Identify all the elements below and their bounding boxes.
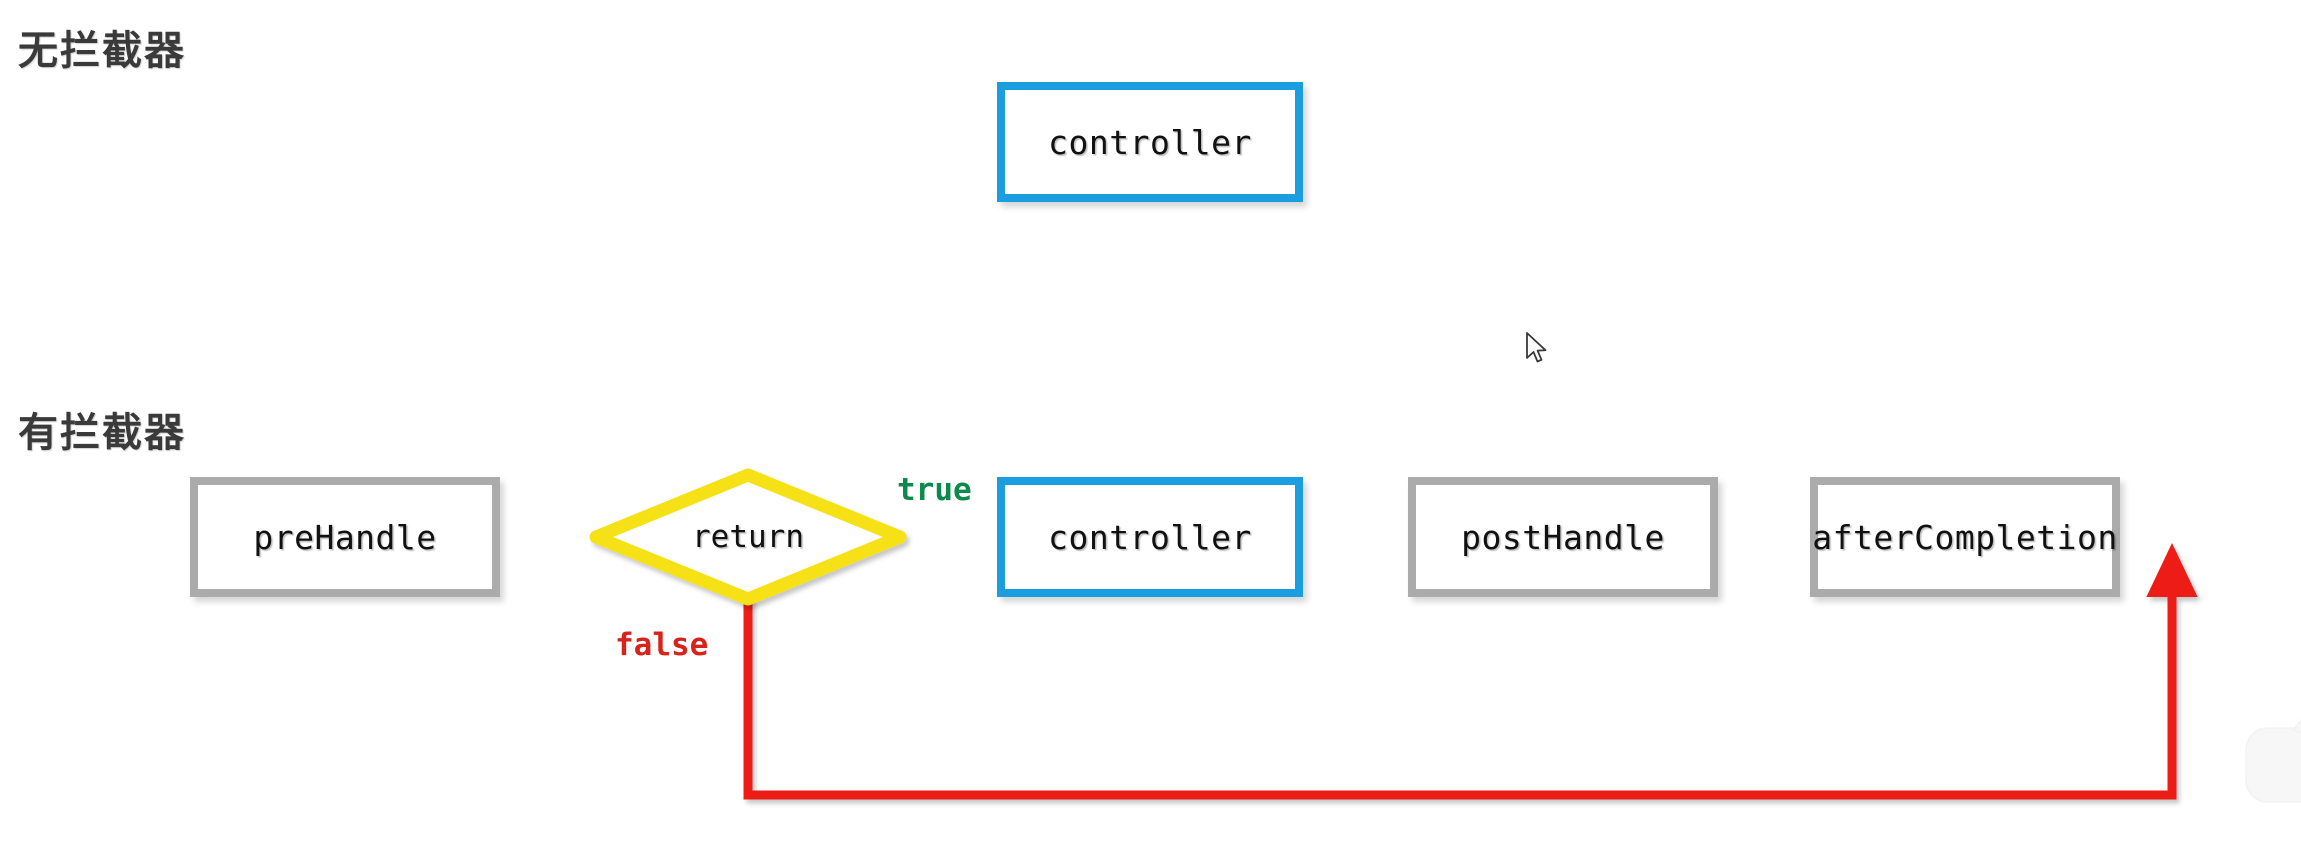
node-return-decision[interactable]: return <box>596 475 900 599</box>
node-return-label: return <box>692 519 804 555</box>
node-prehandle[interactable]: preHandle <box>190 477 500 597</box>
node-controller-bottom[interactable]: controller <box>997 477 1303 597</box>
node-posthandle[interactable]: postHandle <box>1408 477 1718 597</box>
node-aftercompletion[interactable]: afterCompletion <box>1810 477 2120 597</box>
mouse-pointer-icon <box>1524 331 1554 371</box>
edge-label-true: true <box>897 472 972 508</box>
section-title-no-interceptor: 无拦截器 <box>18 28 186 74</box>
edge-label-false: false <box>615 627 709 663</box>
section-title-with-interceptor: 有拦截器 <box>18 410 186 456</box>
app-logo-watermark <box>2238 700 2301 820</box>
node-controller-top[interactable]: controller <box>997 82 1303 202</box>
